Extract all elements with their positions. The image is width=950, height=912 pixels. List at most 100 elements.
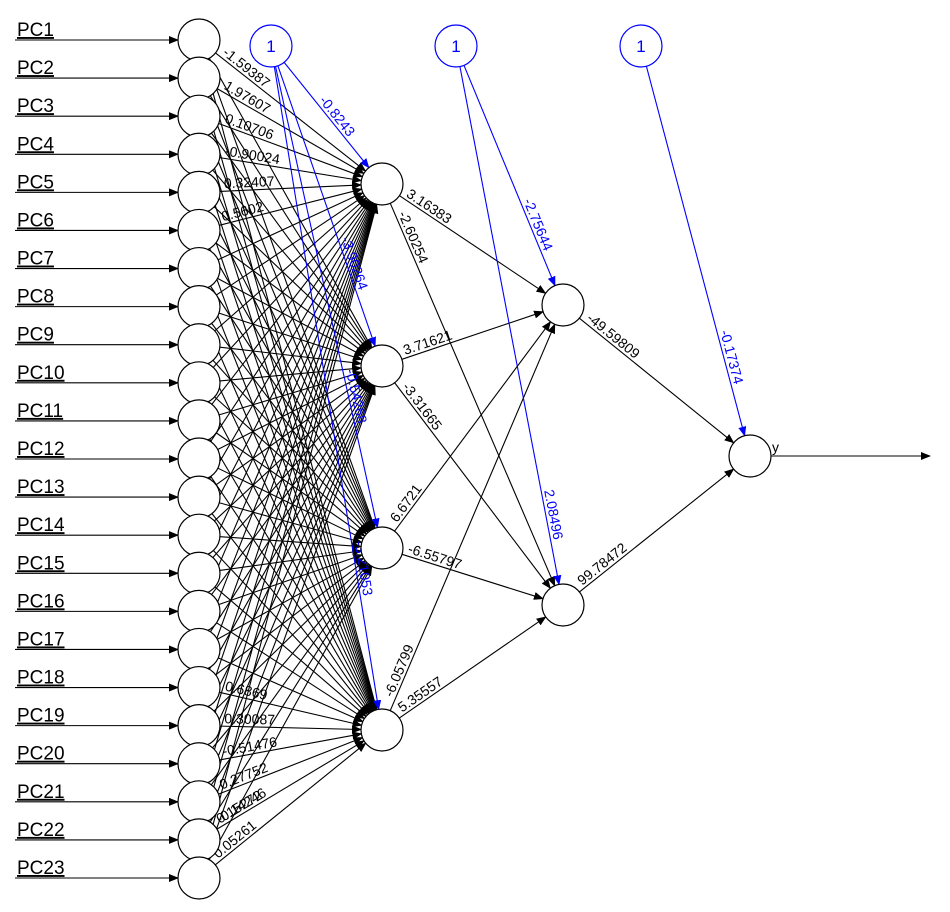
- input-to-hidden1-edge: [208, 565, 373, 860]
- input-to-hidden1-edge: [211, 323, 370, 533]
- hidden1-to-hidden2-edge: [389, 323, 556, 711]
- bias-node-label: 1: [636, 37, 645, 56]
- input-node: [177, 627, 221, 672]
- hidden2-to-output-edge: [578, 317, 735, 444]
- bias-to-hidden2-edge: [463, 65, 556, 287]
- hidden1-to-hidden2-edge: [401, 310, 545, 360]
- input-to-hidden1-edge: [206, 97, 375, 530]
- input-label: PC2: [17, 58, 54, 79]
- input-to-hidden1-edge: [211, 199, 370, 405]
- hidden-weight-label: -3.31665: [399, 379, 445, 433]
- input-to-hidden1-edge: [207, 363, 374, 712]
- input-label: PC11: [17, 401, 63, 422]
- bias-weight-label: -0.8243: [316, 92, 358, 139]
- input-node: [177, 551, 221, 595]
- hidden1-to-hidden2-edge: [394, 321, 552, 532]
- input-to-hidden1-edge: [210, 476, 371, 714]
- input-to-hidden1-edge: [217, 277, 365, 357]
- bias-node-label: 1: [451, 37, 460, 56]
- hidden-weight-label: -6.55797: [406, 540, 464, 572]
- hidden1-node: [360, 708, 404, 752]
- input-label: PC8: [17, 287, 54, 308]
- input-to-hidden1-edge: [215, 432, 366, 537]
- input-to-hidden1-edge: [206, 325, 375, 712]
- hidden1-node: [360, 526, 404, 570]
- input-to-hidden1-edge: [216, 195, 366, 296]
- input-node: [177, 285, 221, 329]
- hidden-weight-label: 3.71621: [401, 326, 454, 357]
- input-label: PC3: [17, 96, 54, 117]
- input-to-hidden1-edge: [208, 383, 373, 670]
- input-to-hidden1-edge: [208, 401, 373, 713]
- bias-weight-label: 2.08496: [541, 488, 566, 541]
- input-to-hidden1-edge: [217, 375, 365, 450]
- input-weight-label: 0.32407: [223, 173, 274, 191]
- input-to-hidden1-edge: [214, 586, 367, 717]
- bias-to-output-edge: [645, 66, 747, 437]
- input-to-hidden1-edge: [204, 174, 377, 711]
- input-to-hidden1-edge: [214, 379, 368, 522]
- hidden-weight-label: -2.60254: [395, 208, 432, 265]
- input-to-hidden1-edge: [205, 202, 377, 706]
- input-node: [177, 704, 221, 748]
- input-node: [177, 437, 221, 481]
- input-to-hidden1-edge: [219, 181, 363, 192]
- bias-to-hidden1-edge: [277, 65, 376, 348]
- input-label: PC6: [17, 210, 54, 231]
- input-node: [177, 780, 221, 824]
- input-to-hidden1-edge: [206, 135, 375, 530]
- input-to-hidden1-edge: [216, 622, 366, 720]
- input-to-hidden1-edge: [214, 396, 368, 535]
- input-to-hidden1-edge: [204, 203, 378, 820]
- input-node: [177, 56, 221, 100]
- input-to-hidden1-edge: [217, 467, 365, 540]
- input-to-hidden1-edge: [219, 187, 363, 226]
- bias-to-hidden1-edge: [283, 62, 370, 169]
- input-weight-label: 0.5602: [220, 198, 266, 224]
- input-to-hidden1-edge: [206, 384, 375, 821]
- input-node: [177, 208, 221, 253]
- input-to-hidden1-edge: [212, 198, 369, 368]
- bias-node: [249, 24, 293, 68]
- input-to-hidden1-edge: [210, 564, 371, 786]
- input-to-hidden1-edge: [211, 513, 370, 715]
- input-weight-label: 0.10706: [223, 110, 276, 143]
- input-label: PC1: [17, 20, 54, 41]
- input-node: [177, 361, 221, 405]
- bias-weight-label: -0.17374: [717, 328, 747, 386]
- bias-weight-label: -2.75644: [520, 196, 556, 253]
- input-to-hidden1-edge: [206, 202, 375, 593]
- hidden1-to-hidden2-edge: [401, 553, 544, 600]
- input-node: [177, 18, 221, 62]
- input-to-hidden1-edge: [205, 212, 377, 712]
- input-to-hidden1-edge: [218, 737, 364, 795]
- input-label: PC5: [17, 172, 54, 193]
- input-to-hidden1-edge: [206, 384, 375, 783]
- input-to-hidden1-edge: [204, 98, 378, 711]
- input-label: PC15: [17, 553, 65, 574]
- input-to-hidden1-edge: [216, 88, 365, 174]
- input-to-hidden1-edge: [219, 536, 363, 550]
- input-node: [177, 246, 221, 291]
- output-weight-label: -49.59809: [584, 309, 643, 361]
- input-to-hidden1-edge: [208, 210, 373, 531]
- input-to-hidden1-edge: [210, 200, 371, 442]
- input-to-hidden1-edge: [203, 203, 379, 858]
- input-label: PC9: [17, 325, 54, 346]
- input-node: [177, 132, 221, 176]
- input-weight-label: 0.30087: [224, 710, 275, 727]
- input-to-hidden1-edge: [208, 201, 373, 517]
- input-to-hidden1-edge: [208, 58, 373, 349]
- input-label: PC22: [17, 820, 65, 841]
- input-to-hidden1-edge: [205, 384, 376, 859]
- input-to-hidden1-edge: [209, 248, 373, 531]
- input-node: [177, 475, 221, 519]
- input-label: PC13: [17, 477, 65, 498]
- bias-to-hidden2-edge: [459, 66, 562, 586]
- input-node: [177, 589, 221, 633]
- hidden1-to-hidden2-edge: [389, 203, 556, 587]
- input-node: [177, 323, 221, 367]
- input-to-hidden1-edge: [209, 201, 372, 480]
- hidden1-to-hidden2-edge: [398, 616, 547, 719]
